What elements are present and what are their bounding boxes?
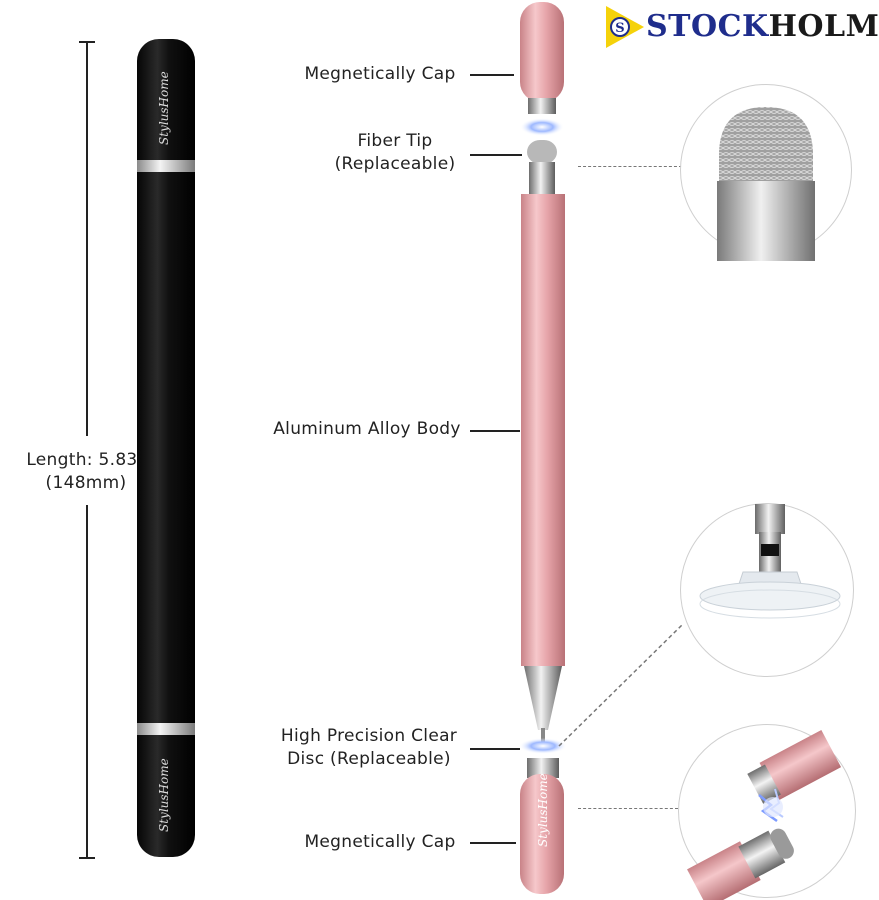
length-label: Length: 5.83" (148mm) (0, 449, 172, 495)
disc-label-line1: High Precision Clear (280, 726, 458, 746)
length-mm: (148mm) (45, 473, 127, 493)
fiber-tip-label-line1: Fiber Tip (357, 131, 433, 151)
rose-pen-logo: StylusHome (536, 773, 550, 847)
fiber-tip-closeup-image (717, 107, 815, 261)
length-upper-line (86, 41, 88, 436)
length-bottom-tick (79, 857, 95, 859)
black-stylus-pen (137, 39, 195, 857)
cap-dashed-pointer (578, 808, 678, 809)
stockholm-badge-icon: S (606, 6, 644, 48)
length-lower-line (86, 505, 88, 857)
brand-name-part2: HOLM (768, 9, 879, 44)
cap-bottom-label: Megnetically Cap (304, 832, 456, 852)
disc-label-line2: Disc (Replaceable) (287, 749, 451, 769)
rose-stylus-pen (519, 2, 567, 894)
disc-closeup-image (699, 504, 841, 619)
fiber-tip-zoom-circle (680, 84, 852, 261)
body-label: Aluminum Alloy Body (273, 419, 461, 439)
disc-leader (470, 748, 520, 750)
brand-name: STOCKHOLM (646, 9, 879, 45)
magnetic-cap-zoom-circle (678, 724, 856, 900)
cap-top-leader (470, 74, 514, 76)
fiber-tip-leader (470, 154, 522, 156)
svg-text:S: S (615, 21, 624, 36)
cap-top-label: Megnetically Cap (304, 64, 456, 84)
fiber-tip-label: Fiber Tip (Replaceable) (325, 130, 465, 176)
disc-zoom-circle (680, 503, 854, 677)
body-leader (470, 430, 520, 432)
black-pen-logo-bottom: StylusHome (157, 758, 171, 832)
fiber-tip-label-line2: (Replaceable) (334, 154, 456, 174)
length-value: Length: 5.83" (26, 450, 146, 470)
disc-dashed-pointer (558, 623, 684, 747)
magnetic-cap-closeup-image (687, 730, 842, 900)
fiber-tip-dashed-pointer (578, 166, 682, 167)
disc-label: High Precision Clear Disc (Replaceable) (265, 725, 473, 771)
brand-name-part1: STOCK (646, 9, 769, 44)
black-pen-logo-top: StylusHome (157, 71, 171, 145)
cap-bottom-leader (470, 842, 516, 844)
